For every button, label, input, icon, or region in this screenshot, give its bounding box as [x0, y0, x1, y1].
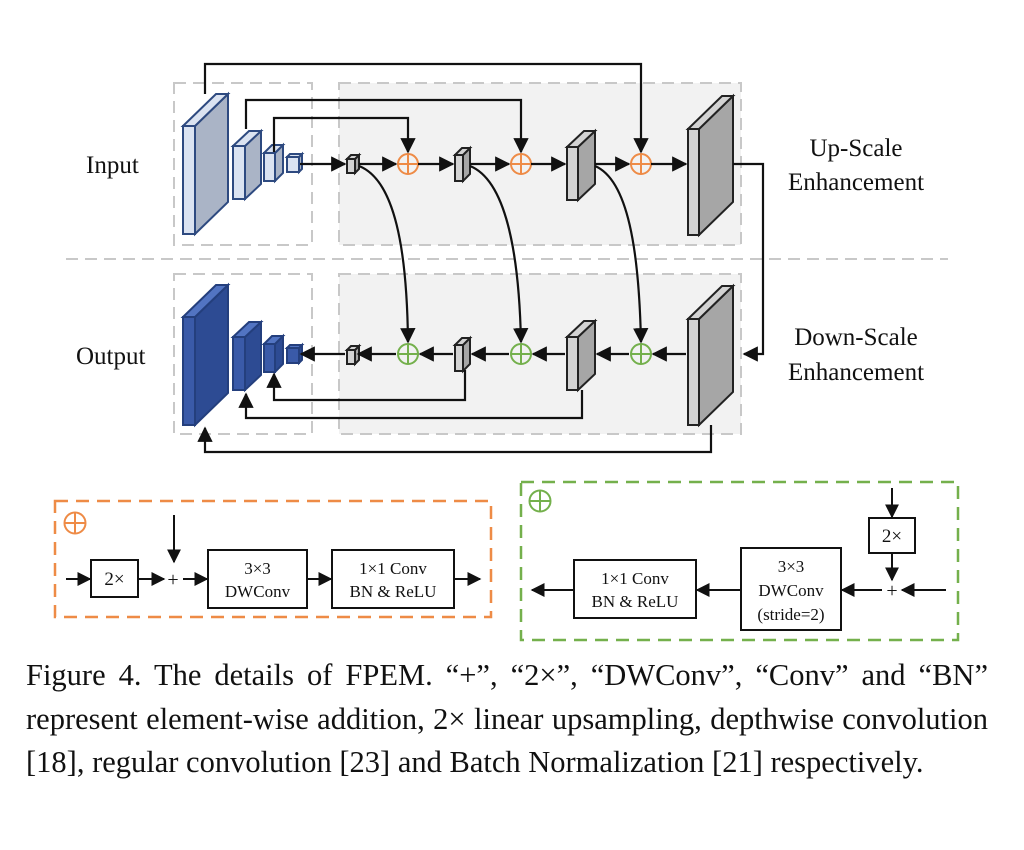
up-dwconv-label-1: 3×3 [244, 559, 271, 578]
up-add-node-1 [397, 153, 419, 175]
cross-2 [469, 164, 529, 344]
down-dwconv-label-2: DWConv [758, 581, 824, 600]
input-feature-1 [180, 91, 231, 237]
down-add-node-2 [510, 343, 532, 365]
up-feature-2 [452, 145, 473, 184]
output-feature-1 [180, 282, 231, 428]
output-feature-3 [261, 333, 286, 375]
down-plus-label: + [886, 580, 897, 602]
up-scale-label-1: Up-Scale [809, 135, 902, 162]
cross-3 [594, 164, 649, 344]
up-conv-label-2: BN & ReLU [350, 582, 437, 601]
up-dwconv-label-2: DWConv [225, 582, 291, 601]
up-scale-label-2: Enhancement [788, 169, 924, 196]
down-upsample-box [868, 517, 916, 554]
down-feature-4 [685, 283, 736, 428]
down-add-legend-box [519, 480, 960, 642]
down-scale-label-2: Enhancement [788, 359, 924, 386]
up-feature-1 [344, 152, 362, 176]
down-add-node-3 [630, 343, 652, 365]
figure-caption: Figure 4. The details of FPEM. “+”, “2×”… [26, 658, 988, 779]
lateral-input-1 [203, 62, 649, 154]
fpem-diagram: Input Output Up-Scale Enhancement Down-S… [53, 62, 960, 642]
upsample-label: 2× [104, 569, 124, 590]
output-feature-2 [230, 319, 264, 393]
up-plus-label: + [167, 569, 178, 591]
down-conv-label-2: BN & ReLU [592, 592, 679, 611]
down-upsample-label: 2× [882, 526, 902, 547]
up-add-node-3 [630, 153, 652, 175]
down-feature-2 [452, 335, 473, 374]
output-label: Output [76, 343, 146, 370]
up-add-legend-box [53, 499, 493, 619]
up-to-down-link [733, 162, 765, 362]
down-dwconv-label-3: (stride=2) [757, 605, 824, 624]
lateral-output-3 [266, 370, 467, 402]
up-feature-4 [685, 93, 736, 238]
down-scale-label-1: Down-Scale [794, 324, 918, 351]
up-add-legend-icon [63, 511, 87, 535]
down-add-legend-icon [528, 489, 552, 513]
up-add-node-2 [510, 153, 532, 175]
lateral-output-1 [197, 425, 713, 454]
cross-1 [358, 164, 416, 344]
lateral-input-2 [244, 98, 529, 154]
down-add-node-1 [397, 343, 419, 365]
up-conv-label-1: 1×1 Conv [359, 559, 427, 578]
up-feature-3 [564, 128, 598, 203]
output-feature-4 [284, 342, 305, 366]
input-feature-4 [284, 151, 305, 175]
down-feature-1 [344, 343, 362, 367]
down-dwconv-label-1: 3×3 [778, 557, 805, 576]
lateral-input-3 [272, 116, 416, 154]
input-feature-3 [261, 142, 286, 184]
input-feature-2 [230, 128, 264, 202]
down-conv-label-1: 1×1 Conv [601, 569, 669, 588]
down-feature-3 [564, 318, 598, 393]
up-conv-box [331, 549, 455, 609]
lateral-output-2 [238, 390, 584, 420]
input-label: Input [86, 152, 139, 179]
